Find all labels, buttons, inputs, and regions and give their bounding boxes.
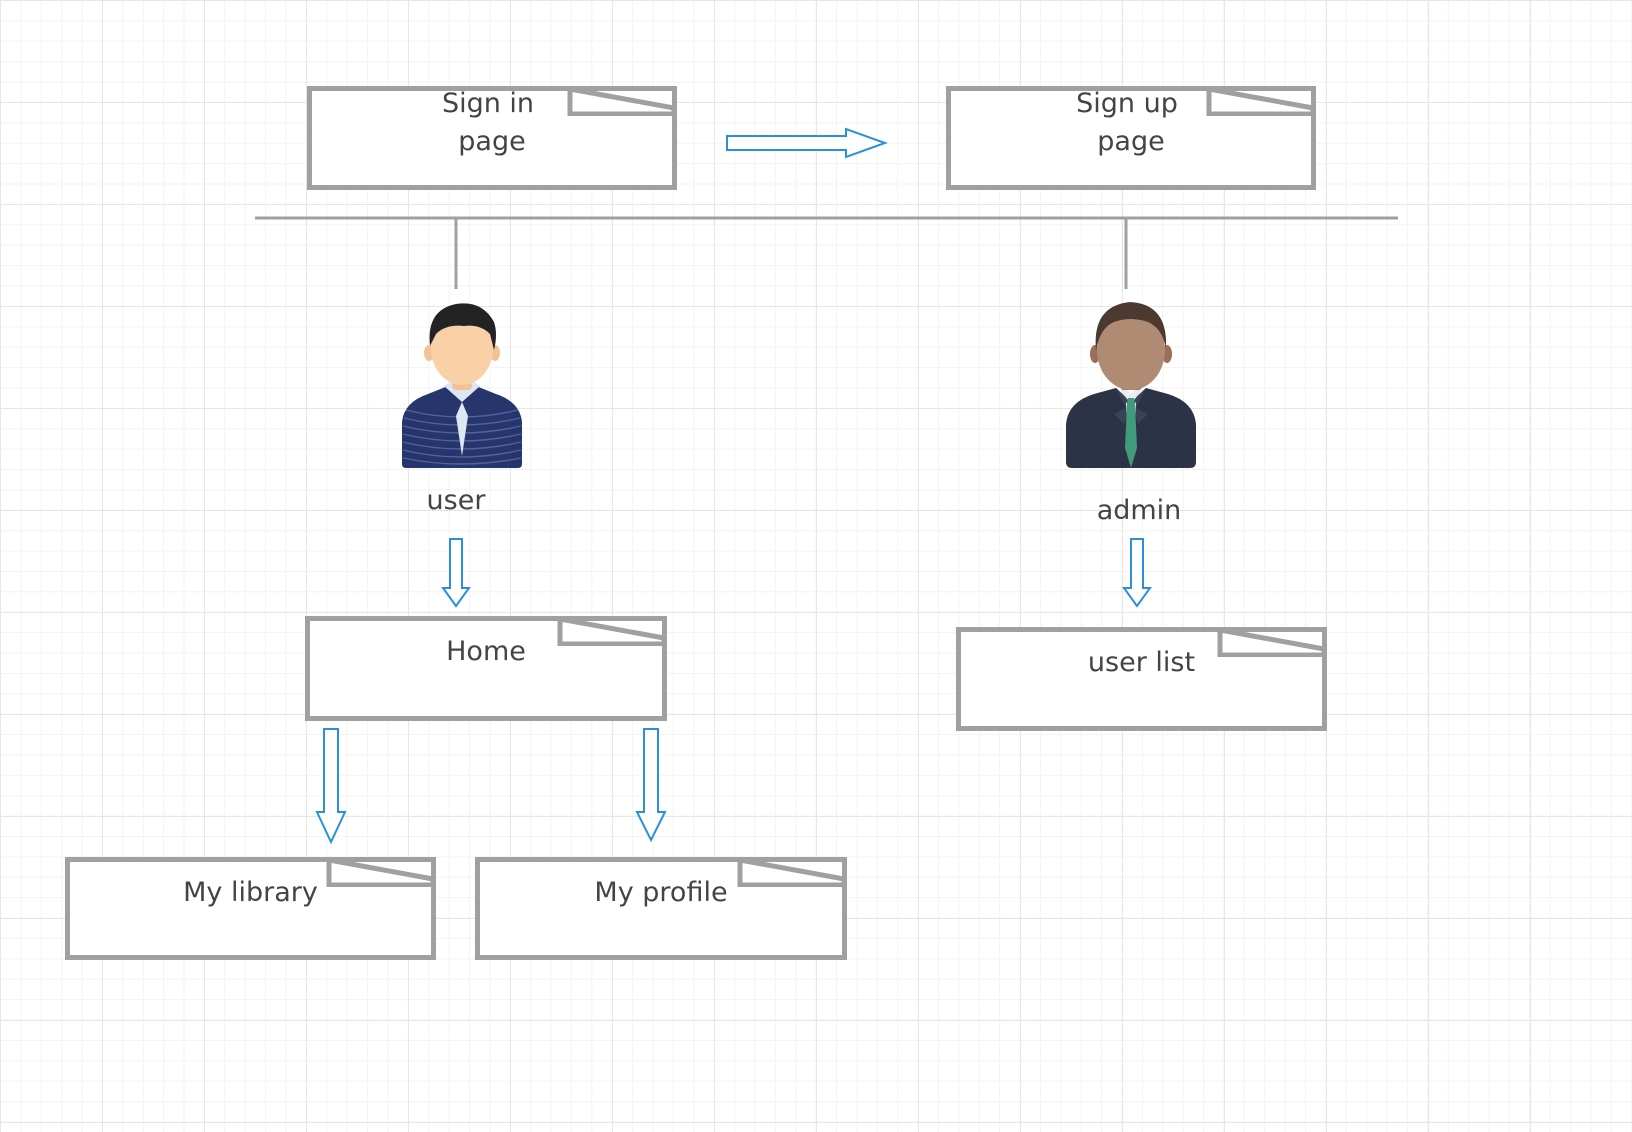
note-label: Home — [446, 636, 526, 667]
note-fold-icon — [737, 857, 847, 887]
arrow-user-to-home — [441, 538, 471, 608]
actor-label-admin: admin — [1096, 495, 1182, 526]
arrow-admin-to-userlist — [1122, 538, 1152, 608]
note-signup-page[interactable]: Sign up page — [946, 86, 1316, 190]
note-fold-icon — [326, 857, 436, 887]
arrow-signin-to-signup — [726, 127, 888, 159]
note-my-library[interactable]: My library — [65, 857, 436, 960]
note-label: Sign up page — [951, 85, 1311, 161]
note-fold-icon — [1206, 86, 1316, 116]
note-label-line2: page — [1097, 126, 1165, 157]
note-label-line1: Sign in — [441, 88, 535, 119]
note-fold-icon — [557, 616, 667, 646]
note-fold-icon — [567, 86, 677, 116]
note-home[interactable]: Home — [305, 616, 667, 721]
arrow-home-to-library — [315, 728, 347, 845]
note-signin-page[interactable]: Sign in page — [307, 86, 677, 190]
actor-label-user: user — [426, 485, 486, 516]
note-my-profile[interactable]: My profile — [475, 857, 847, 960]
note-label-line1: Sign up — [1076, 88, 1178, 119]
note-user-list[interactable]: user list — [956, 627, 1327, 731]
arrow-home-to-profile — [635, 728, 667, 843]
male-user-icon[interactable] — [400, 298, 524, 470]
note-label-line2: page — [458, 126, 526, 157]
businessman-admin-icon[interactable] — [1064, 298, 1198, 470]
note-label: My library — [183, 877, 318, 908]
note-fold-icon — [1217, 627, 1327, 657]
note-label: Sign in page — [312, 85, 672, 161]
note-label: My profile — [594, 877, 728, 908]
note-label: user list — [1087, 647, 1196, 678]
